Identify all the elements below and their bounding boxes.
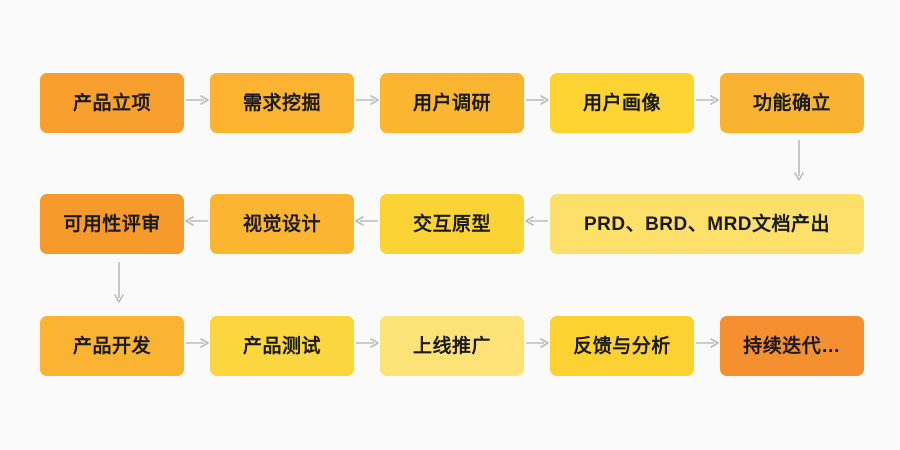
arrow-down-row2-to-row3-icon bbox=[112, 262, 126, 303]
flow-node[interactable]: 用户调研 bbox=[380, 73, 524, 133]
flow-node[interactable]: 视觉设计 bbox=[210, 194, 354, 254]
arrow-right-1-3-icon bbox=[526, 93, 549, 107]
flow-node[interactable]: 反馈与分析 bbox=[550, 316, 694, 376]
flow-node[interactable]: 产品开发 bbox=[40, 316, 184, 376]
flow-node[interactable]: 产品测试 bbox=[210, 316, 354, 376]
arrow-right-3-2-icon bbox=[356, 336, 379, 350]
flow-node[interactable]: 持续迭代… bbox=[720, 316, 864, 376]
arrow-left-2-1-icon bbox=[525, 214, 548, 228]
flow-node[interactable]: 可用性评审 bbox=[40, 194, 184, 254]
flow-node[interactable]: 上线推广 bbox=[380, 316, 524, 376]
flow-node[interactable]: 交互原型 bbox=[380, 194, 524, 254]
flow-node[interactable]: 需求挖掘 bbox=[210, 73, 354, 133]
arrow-right-1-1-icon bbox=[186, 93, 209, 107]
arrow-right-3-4-icon bbox=[696, 336, 719, 350]
arrow-left-2-3-icon bbox=[185, 214, 208, 228]
arrow-right-1-4-icon bbox=[696, 93, 719, 107]
flow-node[interactable]: PRD、BRD、MRD文档产出 bbox=[550, 194, 864, 254]
arrow-right-1-2-icon bbox=[356, 93, 379, 107]
arrow-left-2-2-icon bbox=[355, 214, 378, 228]
flow-node[interactable]: 功能确立 bbox=[720, 73, 864, 133]
arrow-right-3-1-icon bbox=[186, 336, 209, 350]
arrow-down-row1-to-row2-icon bbox=[792, 140, 806, 181]
arrow-right-3-3-icon bbox=[526, 336, 549, 350]
flow-node[interactable]: 用户画像 bbox=[550, 73, 694, 133]
flow-node[interactable]: 产品立项 bbox=[40, 73, 184, 133]
